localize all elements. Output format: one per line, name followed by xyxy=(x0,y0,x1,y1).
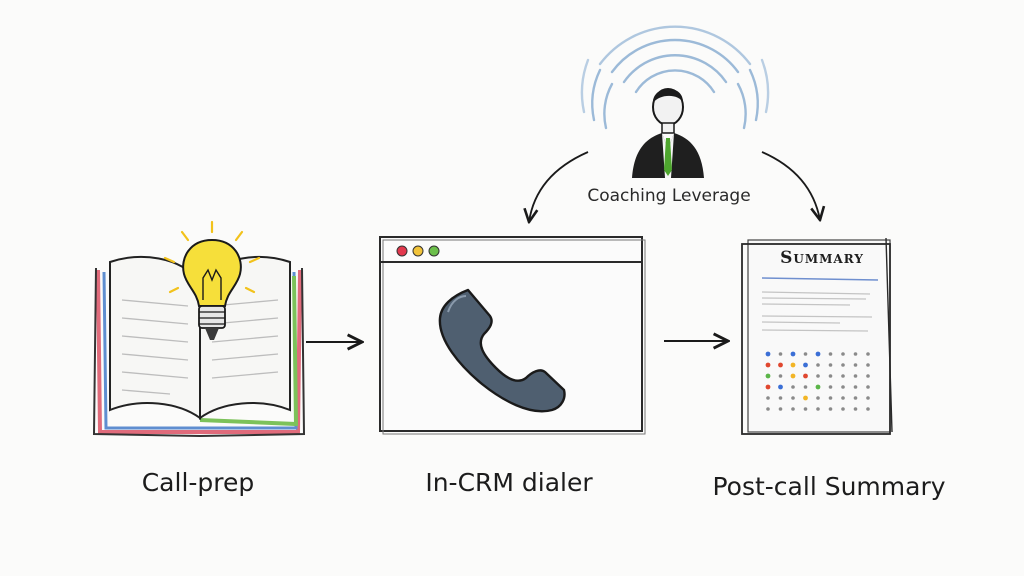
summary-dot xyxy=(828,363,833,367)
summary-dot xyxy=(853,363,858,367)
summary-dot xyxy=(815,384,821,390)
summary-dot xyxy=(866,407,870,411)
summary-dot xyxy=(803,407,808,411)
summary-dot xyxy=(866,385,870,389)
summary-dot xyxy=(778,362,783,368)
summary-document-icon xyxy=(741,237,893,435)
summary-dot xyxy=(791,396,795,400)
summary-dot xyxy=(866,396,870,400)
summary-dot xyxy=(790,373,796,379)
summary-dot xyxy=(816,363,820,367)
summary-dot xyxy=(866,352,870,356)
summary-dot xyxy=(803,395,808,401)
summary-dot xyxy=(841,363,845,367)
summary-dot xyxy=(866,363,870,367)
summary-dot xyxy=(841,396,845,400)
coach-arrow-left xyxy=(529,151,589,222)
summary-dot xyxy=(791,407,795,411)
open-book-lightbulb-icon xyxy=(92,220,306,438)
summary-dot xyxy=(803,385,808,389)
summary-dot xyxy=(866,374,870,378)
summary-dot xyxy=(791,385,795,389)
summary-dot xyxy=(828,396,833,400)
summary-dot xyxy=(803,373,808,379)
summary-dot xyxy=(816,396,820,400)
summary-dot xyxy=(828,385,833,389)
summary-dot xyxy=(853,374,858,378)
summary-dot xyxy=(841,385,845,389)
summary-dot xyxy=(815,351,821,357)
coach-arrow-right xyxy=(761,151,820,220)
step-label-dialer: In-CRM dialer xyxy=(425,468,593,497)
summary-dot xyxy=(778,396,783,400)
phone-handset-icon xyxy=(438,288,566,413)
summary-dot xyxy=(790,351,796,357)
summary-dot xyxy=(853,396,858,400)
summary-dot xyxy=(828,407,833,411)
step-label-call-prep: Call-prep xyxy=(141,468,255,497)
summary-dot xyxy=(841,374,845,378)
summary-dot xyxy=(766,396,770,400)
step-label-summary: Post-call Summary xyxy=(712,472,946,501)
summary-dot xyxy=(765,373,771,379)
coaching-leverage-label: Coaching Leverage xyxy=(587,186,751,206)
summary-dot xyxy=(778,352,783,356)
summary-dot xyxy=(778,384,783,390)
summary-dot xyxy=(803,362,808,368)
summary-dot xyxy=(841,352,845,356)
summary-dot xyxy=(841,407,845,411)
summary-dot xyxy=(765,351,771,357)
summary-dot xyxy=(778,374,783,378)
summary-dot xyxy=(816,374,820,378)
summary-dot xyxy=(790,362,796,368)
summary-dot xyxy=(828,352,833,356)
summary-dot xyxy=(828,374,833,378)
summary-dot xyxy=(765,384,771,390)
summary-dot xyxy=(816,407,820,411)
coach-signal-icon xyxy=(580,25,770,130)
coach-person-icon xyxy=(632,88,704,178)
summary-dot xyxy=(853,385,858,389)
summary-dot xyxy=(853,407,858,411)
summary-dot xyxy=(765,362,771,368)
summary-dot xyxy=(778,407,783,411)
summary-dot xyxy=(803,352,808,356)
summary-dot xyxy=(766,407,770,411)
summary-dot xyxy=(853,352,858,356)
summary-document-title: Summary xyxy=(780,248,864,268)
